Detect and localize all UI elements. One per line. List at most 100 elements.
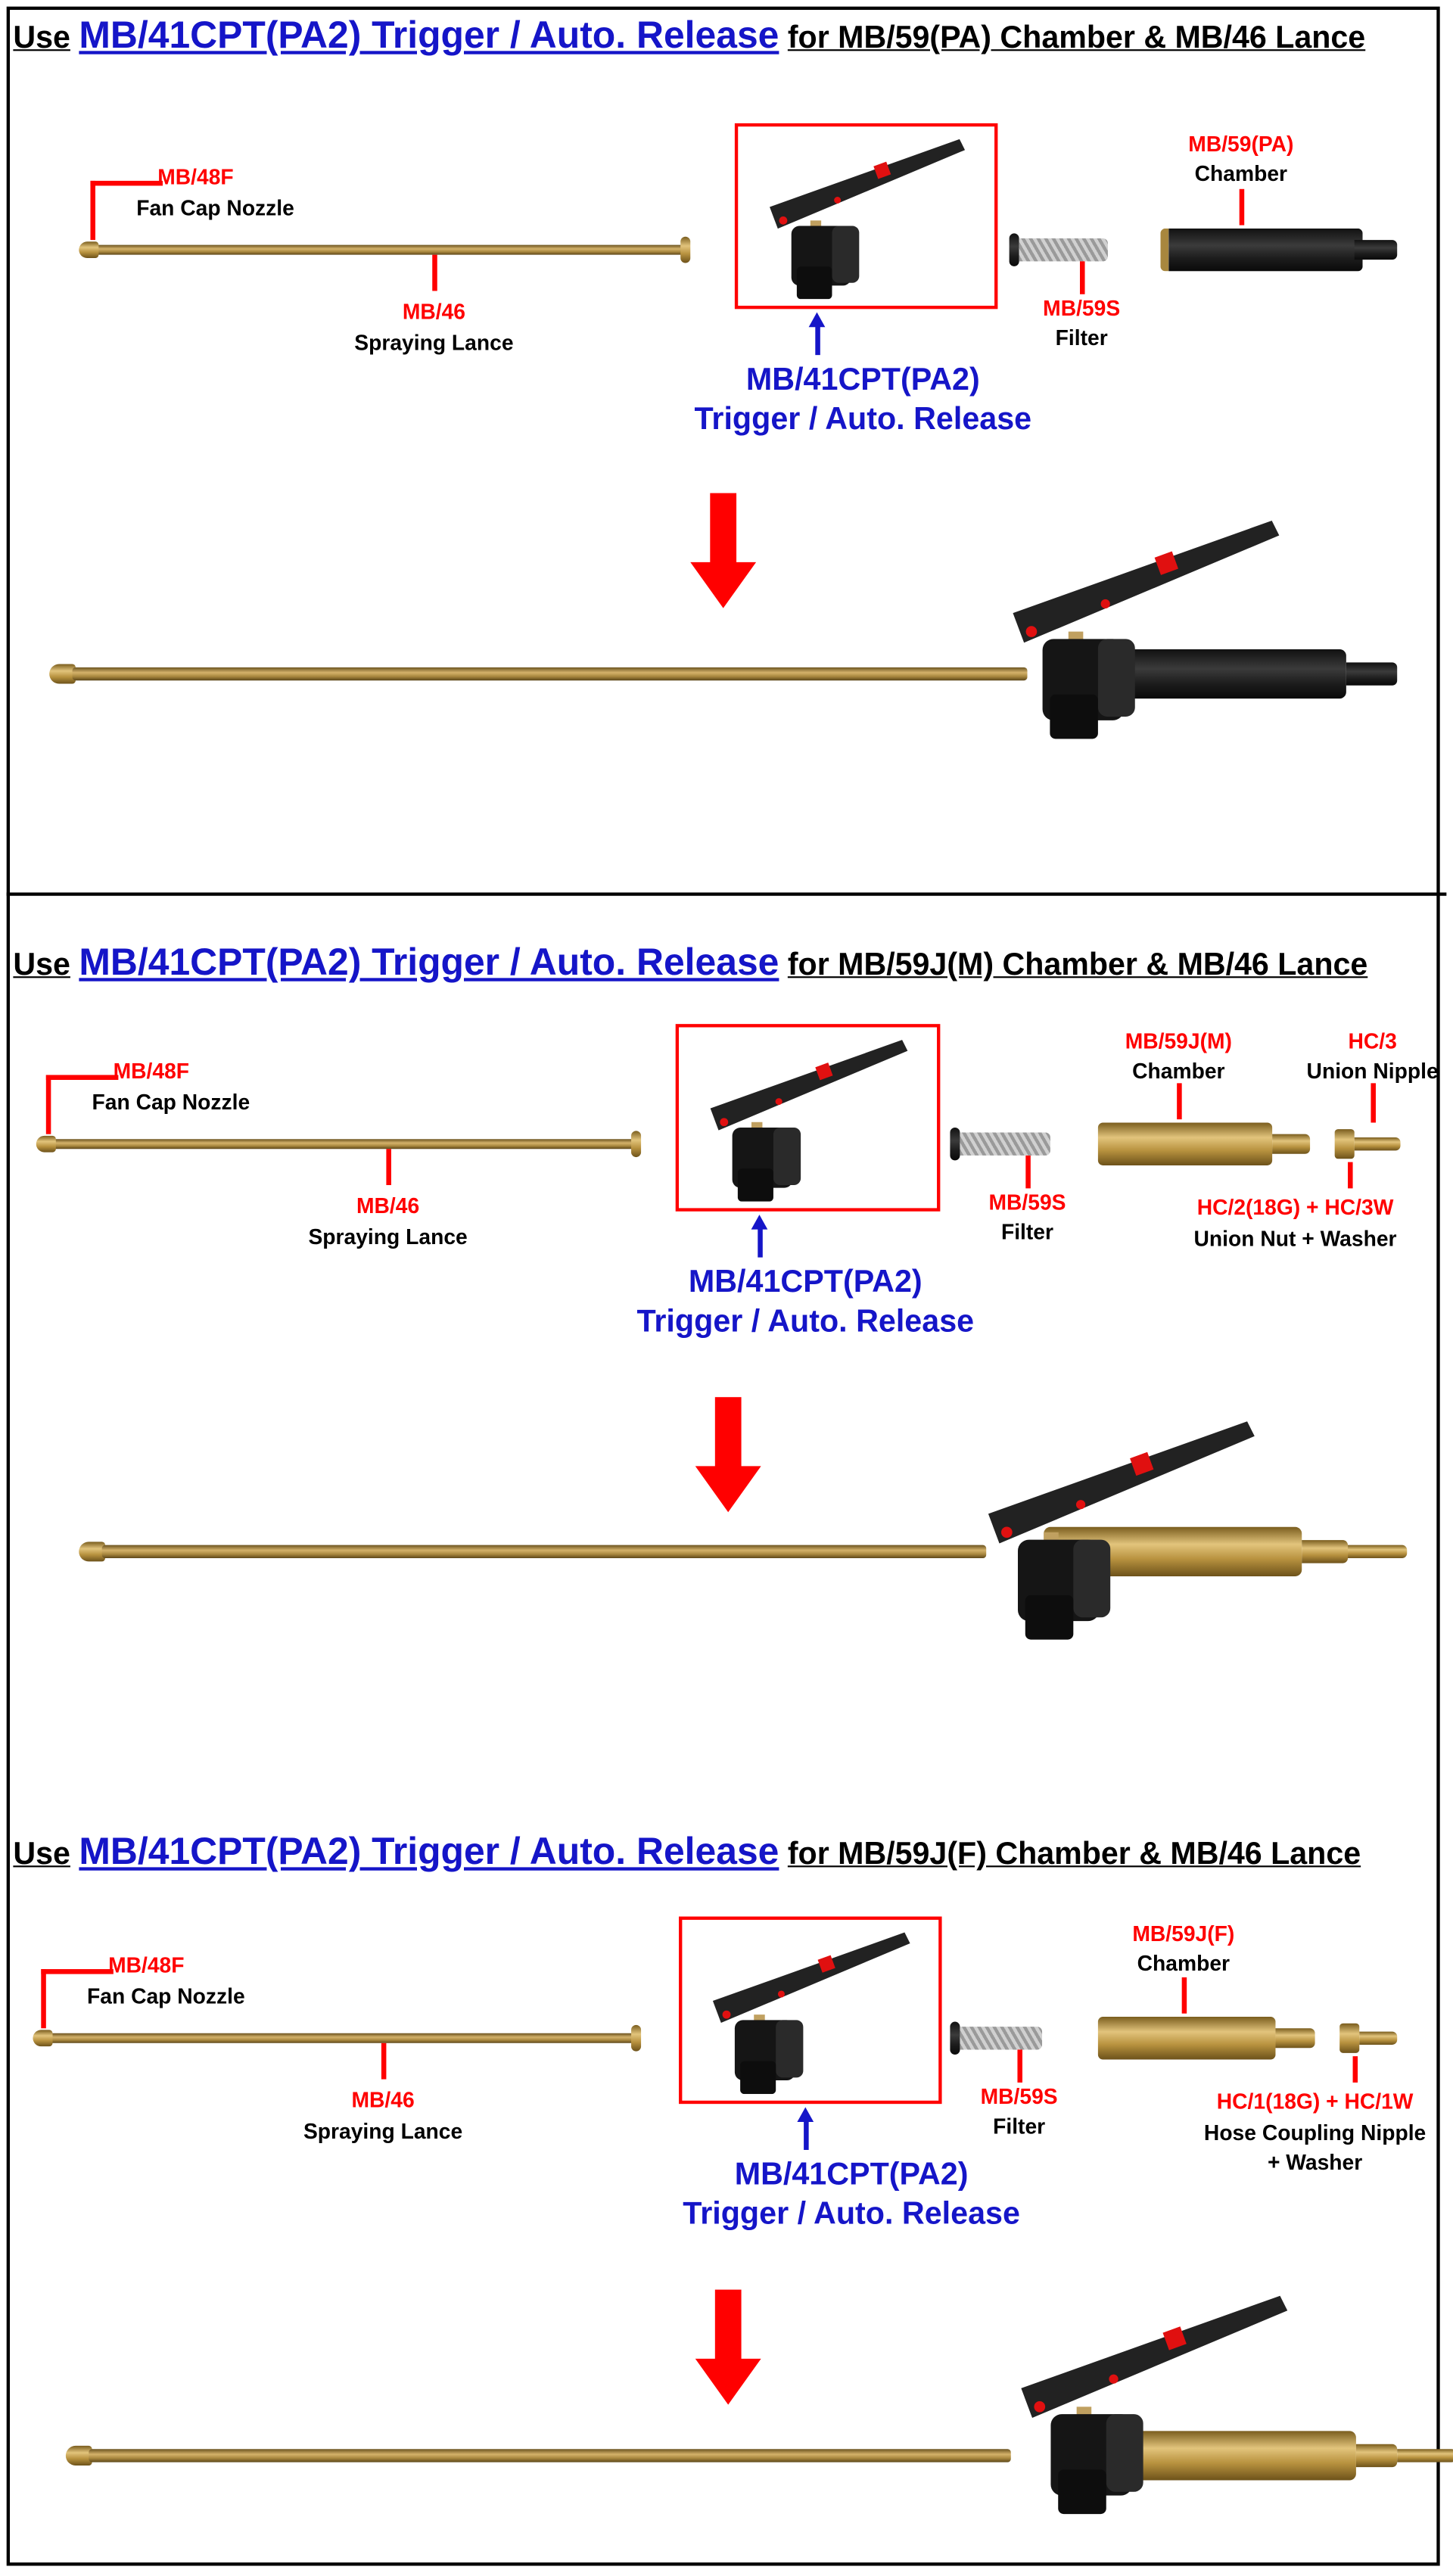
section-divider: [6, 892, 1447, 896]
page-frame: [6, 6, 1440, 2566]
title-suffix: for MB/59(PA) Chamber & MB/46 Lance: [787, 21, 1366, 56]
chamber-outlet: [1354, 240, 1398, 260]
assembled-nozzle: [79, 1542, 106, 1562]
chamber-outlet: [1271, 1134, 1311, 1154]
label-filter-name: Filter: [1000, 1219, 1054, 1245]
red-leader-line: [90, 180, 163, 186]
up-arrow-head-icon: [751, 1215, 768, 1230]
label-lance-name: Spraying Lance: [303, 2118, 463, 2144]
filter-flange: [950, 2021, 960, 2055]
trigger-release-valve: [712, 1932, 910, 2095]
label-nozzle-name: Fan Cap Nozzle: [87, 1983, 245, 2009]
assembled-trigger: [988, 1421, 1255, 1640]
label-chamber-code: MB/59(PA): [1188, 131, 1294, 157]
spraying-lance: [92, 244, 687, 255]
lance-end-flange: [631, 1131, 642, 1158]
label-trigger-name: Trigger / Auto. Release: [636, 1305, 975, 1340]
red-leader-line: [1181, 1977, 1187, 2014]
red-leader-line: [90, 180, 95, 241]
title-prefix: Use: [13, 948, 70, 983]
union-nut: [1339, 2023, 1360, 2053]
section-title: Use MB/41CPT(PA2) Trigger / Auto. Releas…: [13, 13, 1436, 58]
assembled-chamber: [1117, 2431, 1355, 2481]
assembled-chamber-outlet: [1355, 2444, 1398, 2468]
title-highlight: MB/41CPT(PA2) Trigger / Auto. Release: [79, 940, 779, 983]
label-fitting-top-code: HC/3: [1348, 1028, 1397, 1054]
red-leader-line: [432, 254, 437, 291]
filter-flange: [1009, 233, 1019, 266]
assembled-lance: [89, 2449, 1011, 2462]
red-leader-line: [1080, 261, 1085, 294]
label-nozzle-name: Fan Cap Nozzle: [92, 1090, 250, 1115]
down-arrow-shaft-icon: [714, 1397, 742, 1470]
red-leader-line: [45, 1075, 51, 1134]
trigger-highlight-box: [675, 1024, 941, 1212]
up-arrow-icon: [758, 1224, 763, 1258]
down-arrow-head-icon: [695, 1466, 761, 1513]
label-nozzle-name: Fan Cap Nozzle: [136, 195, 294, 221]
label-fitting-bottom-name: Hose Coupling Nipple: [1203, 2120, 1427, 2145]
red-leader-line: [1371, 1083, 1376, 1123]
label-lance-name: Spraying Lance: [308, 1224, 468, 1249]
label-chamber-name: Chamber: [1194, 160, 1288, 186]
label-chamber-code: MB/59J(F): [1132, 1921, 1235, 1946]
up-arrow-head-icon: [808, 312, 826, 328]
chamber-body: [1097, 2017, 1276, 2060]
title-suffix: for MB/59J(M) Chamber & MB/46 Lance: [787, 948, 1368, 983]
up-arrow-head-icon: [797, 2107, 814, 2123]
fan-cap-nozzle: [36, 1135, 56, 1153]
label-trigger-code: MB/41CPT(PA2): [745, 363, 980, 398]
label-trigger-name: Trigger / Auto. Release: [694, 403, 1032, 437]
assembled-nipple: [1397, 2449, 1453, 2462]
red-leader-line: [386, 1149, 391, 1186]
trigger-release-valve: [710, 1040, 908, 1202]
label-filter-code: MB/59S: [1043, 295, 1121, 321]
label-lance-code: MB/46: [356, 1193, 420, 1218]
label-trigger-name: Trigger / Auto. Release: [683, 2197, 1020, 2232]
assembled-chamber-outlet: [1345, 662, 1398, 686]
red-leader-line: [1348, 1162, 1353, 1189]
red-leader-line: [381, 2042, 387, 2080]
label-fitting-bottom-name: Union Nut + Washer: [1193, 1226, 1397, 1251]
down-arrow-shaft-icon: [710, 493, 737, 566]
assembled-trigger: [1021, 2295, 1288, 2515]
assembled-chamber-outlet: [1302, 1540, 1349, 1563]
label-filter-name: Filter: [1055, 325, 1108, 350]
section-title: Use MB/41CPT(PA2) Trigger / Auto. Releas…: [13, 940, 1436, 985]
label-chamber-name: Chamber: [1137, 1951, 1231, 1976]
red-leader-line: [1352, 2056, 1358, 2083]
chamber-body: [1097, 1122, 1272, 1165]
label-nozzle-code: MB/48F: [108, 1952, 185, 1977]
assembled-lance: [101, 1545, 987, 1559]
fan-cap-nozzle: [33, 2030, 53, 2047]
red-leader-line: [1239, 188, 1245, 226]
label-chamber-code: MB/59J(M): [1125, 1028, 1232, 1054]
red-leader-line: [1177, 1083, 1182, 1120]
assembled-lance: [72, 667, 1028, 681]
chamber-outlet: [1275, 2028, 1315, 2049]
section-title: Use MB/41CPT(PA2) Trigger / Auto. Releas…: [13, 1829, 1436, 1874]
trigger-highlight-box: [734, 123, 998, 310]
hose-nipple: [1359, 2031, 1398, 2045]
label-filter-code: MB/59S: [988, 1190, 1066, 1215]
chamber-body: [1160, 228, 1363, 272]
title-highlight: MB/41CPT(PA2) Trigger / Auto. Release: [79, 1829, 779, 1872]
union-nut: [1334, 1129, 1355, 1159]
up-arrow-icon: [804, 2117, 809, 2150]
assembled-nozzle: [49, 664, 76, 684]
spraying-lance: [45, 2033, 638, 2043]
fan-cap-nozzle: [79, 241, 99, 259]
label-fitting-bottom-name2: + Washer: [1267, 2149, 1363, 2175]
lance-end-flange: [631, 2024, 642, 2052]
down-arrow-shaft-icon: [714, 2289, 742, 2363]
label-nozzle-code: MB/48F: [113, 1058, 190, 1084]
filter-mesh: [960, 1132, 1050, 1156]
hose-nipple: [1354, 1137, 1401, 1151]
red-leader-line: [41, 1969, 114, 1974]
lance-end-flange: [680, 236, 691, 263]
red-leader-line: [1025, 1155, 1031, 1189]
label-nozzle-code: MB/48F: [157, 164, 234, 189]
label-lance-name: Spraying Lance: [354, 330, 514, 356]
spraying-lance: [49, 1139, 638, 1150]
